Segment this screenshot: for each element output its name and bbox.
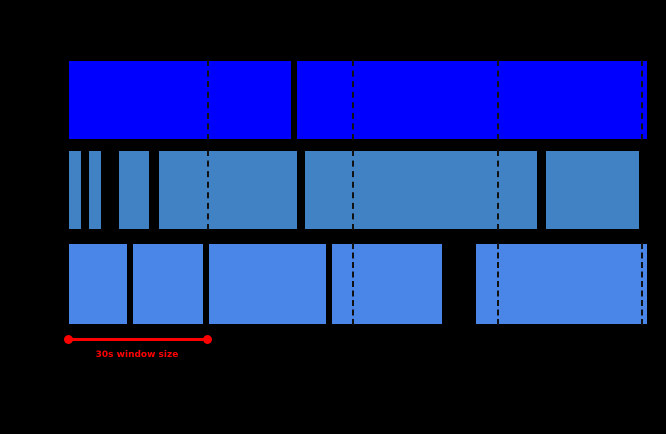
bar-segment <box>208 243 327 325</box>
window-boundary-line <box>641 60 643 140</box>
window-boundary-line <box>207 60 209 140</box>
window-boundary-line <box>641 243 643 325</box>
window-boundary-line <box>497 60 499 140</box>
window-boundary-line <box>352 150 354 230</box>
window-boundary-line <box>352 60 354 140</box>
bar-segment <box>545 150 640 230</box>
bar-segment <box>68 60 292 140</box>
window-boundary-line <box>497 243 499 325</box>
bar-segment <box>88 150 102 230</box>
bar-segment <box>68 243 128 325</box>
bar-segment <box>475 243 648 325</box>
bar-segment <box>331 243 443 325</box>
window-boundary-line <box>352 243 354 325</box>
bar-segment <box>296 60 648 140</box>
bar-segment <box>68 150 82 230</box>
window-size-bracket-line <box>68 338 207 341</box>
bar-segment <box>304 150 538 230</box>
bracket-cap-left <box>64 335 73 344</box>
bar-segment <box>158 150 298 230</box>
window-size-label: 30s window size <box>95 350 179 360</box>
bar-segment <box>132 243 204 325</box>
bracket-cap-right <box>203 335 212 344</box>
bar-segment <box>118 150 150 230</box>
window-boundary-line <box>207 150 209 230</box>
window-boundary-line <box>497 150 499 230</box>
